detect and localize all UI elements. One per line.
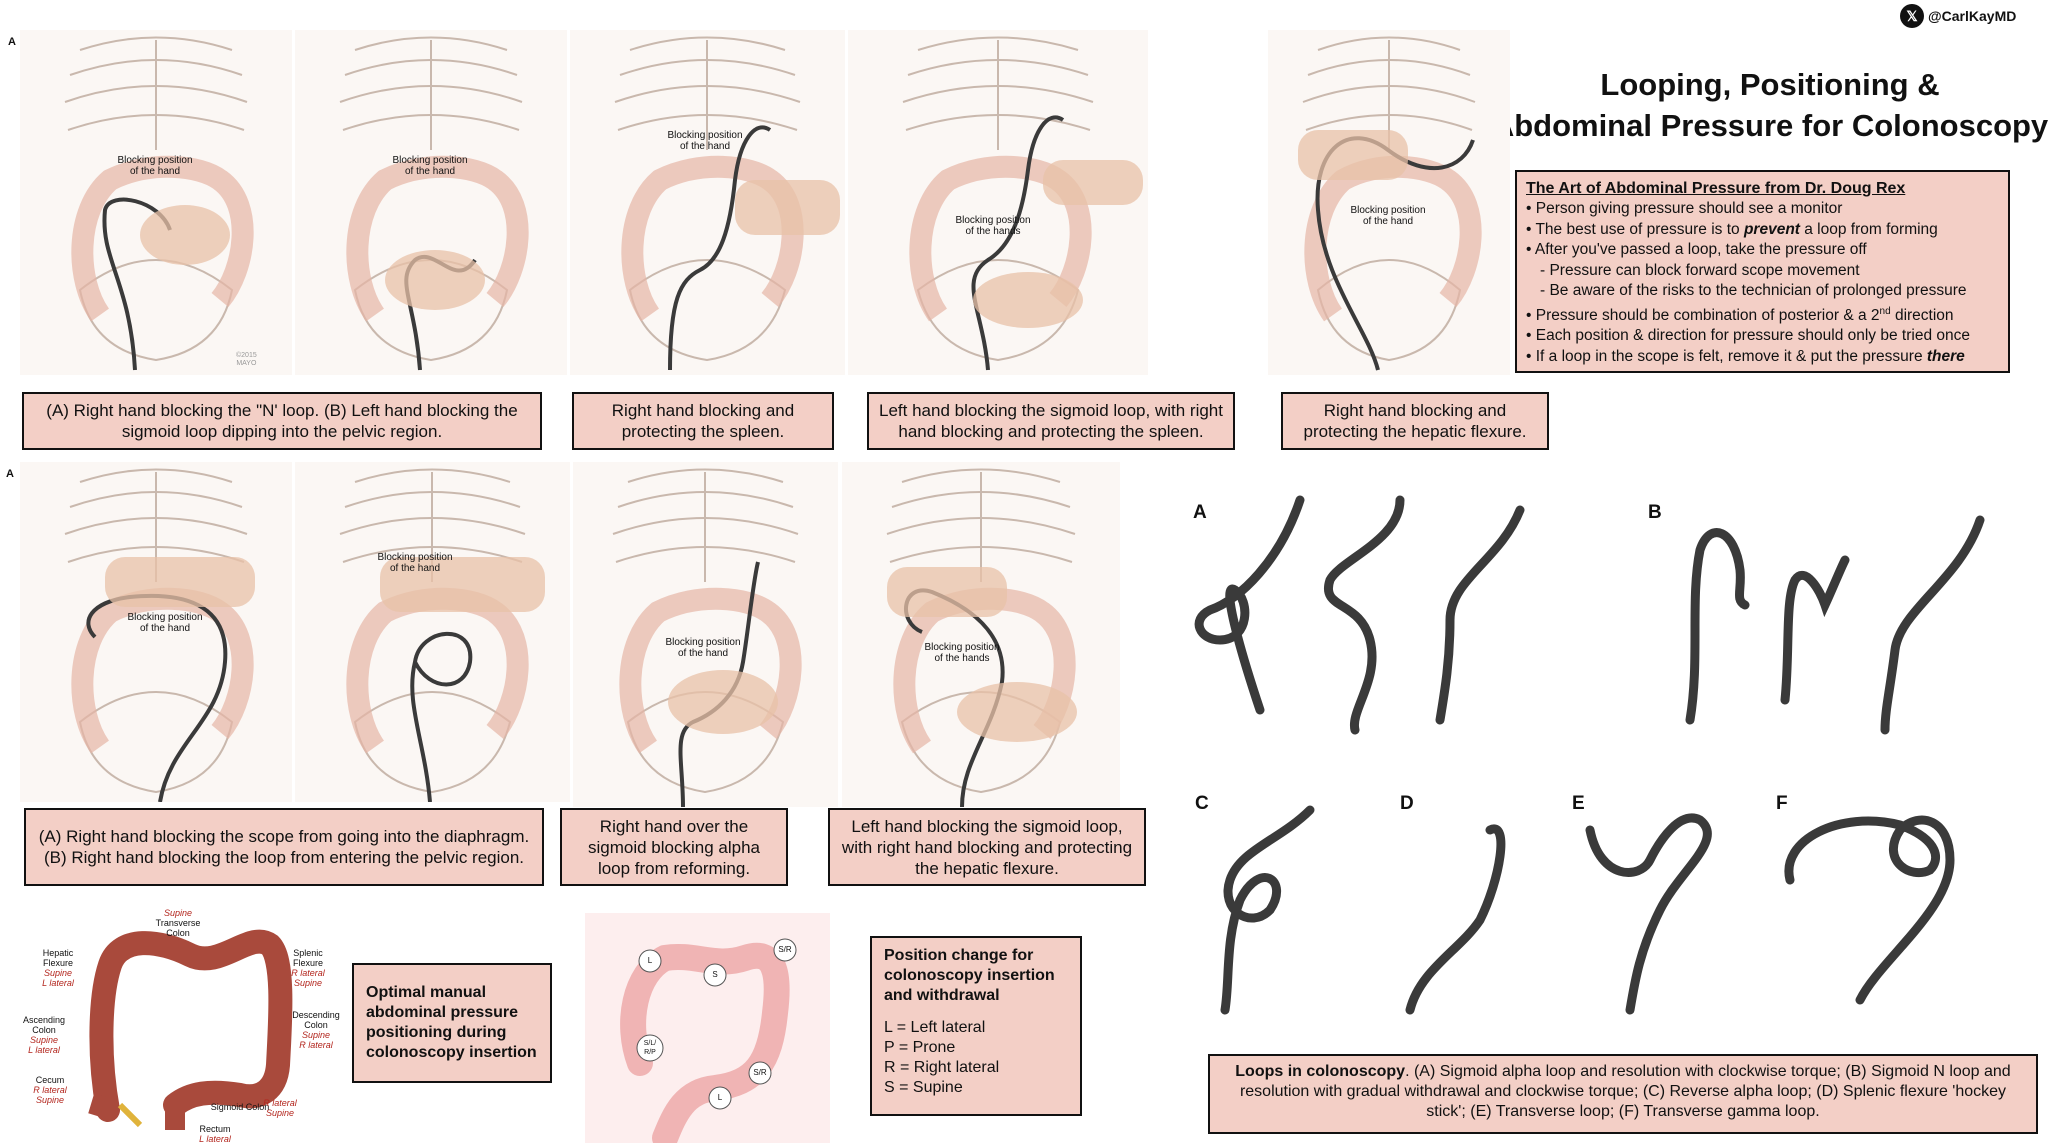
handle-badge: 𝕏 @CarlKayMD [1900, 3, 2016, 29]
rex-list: • Person giving pressure should see a mo… [1526, 199, 1999, 367]
loop-a1 [1194, 495, 1305, 715]
loops-diagram [1194, 495, 1985, 1015]
loop-letter: B [1648, 502, 1662, 523]
rex-bullet: • The best use of pressure is to prevent… [1526, 220, 1938, 238]
pos-circle: S/R [753, 1068, 767, 1077]
loop-letter: A [1193, 502, 1207, 523]
legend-item: L = Left lateral [884, 1019, 986, 1036]
anat-sigmoid: Sigmoid Colon [210, 1102, 270, 1112]
loop-d [1405, 824, 1506, 1015]
loop-letter: E [1572, 793, 1585, 814]
legend-item: R = Right lateral [884, 1059, 1000, 1076]
loop-b2 [1780, 555, 1850, 705]
position-heading: Position change for colonoscopy insertio… [884, 947, 1055, 1004]
panel-letter: A [6, 468, 14, 480]
position-diagram: L S S/R S/L/ R/P S/R L [585, 913, 830, 1148]
caption-box: Right hand over the sigmoid blocking alp… [560, 808, 788, 886]
loop-e [1585, 813, 1712, 1015]
anat-sigmoid-pos: R lateral Supine [263, 1098, 297, 1118]
caption-box: Right hand blocking and protecting the h… [1281, 392, 1549, 450]
rex-tips-box: The Art of Abdominal Pressure from Dr. D… [1515, 170, 2010, 373]
handle-text: @CarlKayMD [1928, 8, 2017, 24]
pos-circle: S [712, 970, 718, 979]
rex-bullet: • Person giving pressure should see a mo… [1526, 200, 1843, 217]
pos-circle: L [717, 1093, 723, 1102]
optimal-pressure-box: Optimal manual abdominal pressure positi… [352, 963, 552, 1083]
title-line-1: Looping, Positioning & [1600, 67, 1940, 102]
caption-box: (A) Right hand blocking the "N' loop. (B… [22, 392, 542, 450]
page-title: Looping, Positioning & Abdominal Pressur… [1470, 64, 2048, 146]
x-logo-icon: 𝕏 [1900, 4, 1924, 28]
pos-circle: S/R [778, 945, 792, 954]
rex-bullet: • After you've passed a loop, take the p… [1526, 241, 1867, 258]
colon-anatomy-diagram [88, 929, 293, 1130]
loop-letter: D [1400, 793, 1414, 814]
loop-a2 [1323, 495, 1405, 735]
anat-rectum: Rectum L lateral [199, 1124, 231, 1144]
anat-descending: Descending Colon Supine R lateral [292, 1010, 340, 1050]
pos-circle: S/L/ R/P [643, 1040, 657, 1056]
anat-transverse: Supine Transverse Colon [155, 908, 201, 938]
rex-sub-bullet: - Pressure can block forward scope movem… [1540, 261, 1860, 279]
rex-bullet: • Pressure should be combination of post… [1526, 305, 1954, 324]
panel-letter: A [8, 36, 16, 48]
caption-box: Left hand blocking the sigmoid loop, wit… [828, 808, 1146, 886]
loop-c [1220, 805, 1315, 1015]
loop-a3 [1435, 505, 1525, 725]
anat-cecum: Cecum R lateral Supine [33, 1075, 67, 1105]
anat-hepatic: Hepatic Flexure Supine L lateral [42, 948, 74, 988]
legend-item: S = Supine [884, 1079, 963, 1096]
anat-splenic: Splenic Flexure R lateral Supine [291, 948, 325, 988]
pos-circle: L [647, 956, 653, 965]
rex-bullet: • If a loop in the scope is felt, remove… [1526, 347, 1965, 365]
caption-box: Right hand blocking and protecting the s… [572, 392, 834, 450]
position-legend-box: Position change for colonoscopy insertio… [870, 936, 1082, 1116]
rex-sub-bullet: - Be aware of the risks to the technicia… [1540, 282, 1967, 299]
anat-ascending: Ascending Colon Supine L lateral [22, 1015, 66, 1055]
title-line-2: Abdominal Pressure for Colonoscopy [1491, 108, 2048, 143]
caption-box: Left hand blocking the sigmoid loop, wit… [867, 392, 1235, 450]
legend-item: P = Prone [884, 1039, 956, 1056]
loop-letter: F [1776, 793, 1788, 814]
loop-letter: C [1195, 793, 1209, 814]
loop-b1 [1685, 528, 1750, 725]
loops-caption-box: Loops in colonoscopy. (A) Sigmoid alpha … [1208, 1054, 2038, 1134]
rex-bullet: • Each position & direction for pressure… [1526, 327, 1970, 345]
rex-heading: The Art of Abdominal Pressure from Dr. D… [1526, 180, 1906, 197]
loop-b3 [1880, 515, 1985, 735]
loop-f [1784, 815, 1955, 1005]
caption-box: (A) Right hand blocking the scope from g… [24, 808, 544, 886]
